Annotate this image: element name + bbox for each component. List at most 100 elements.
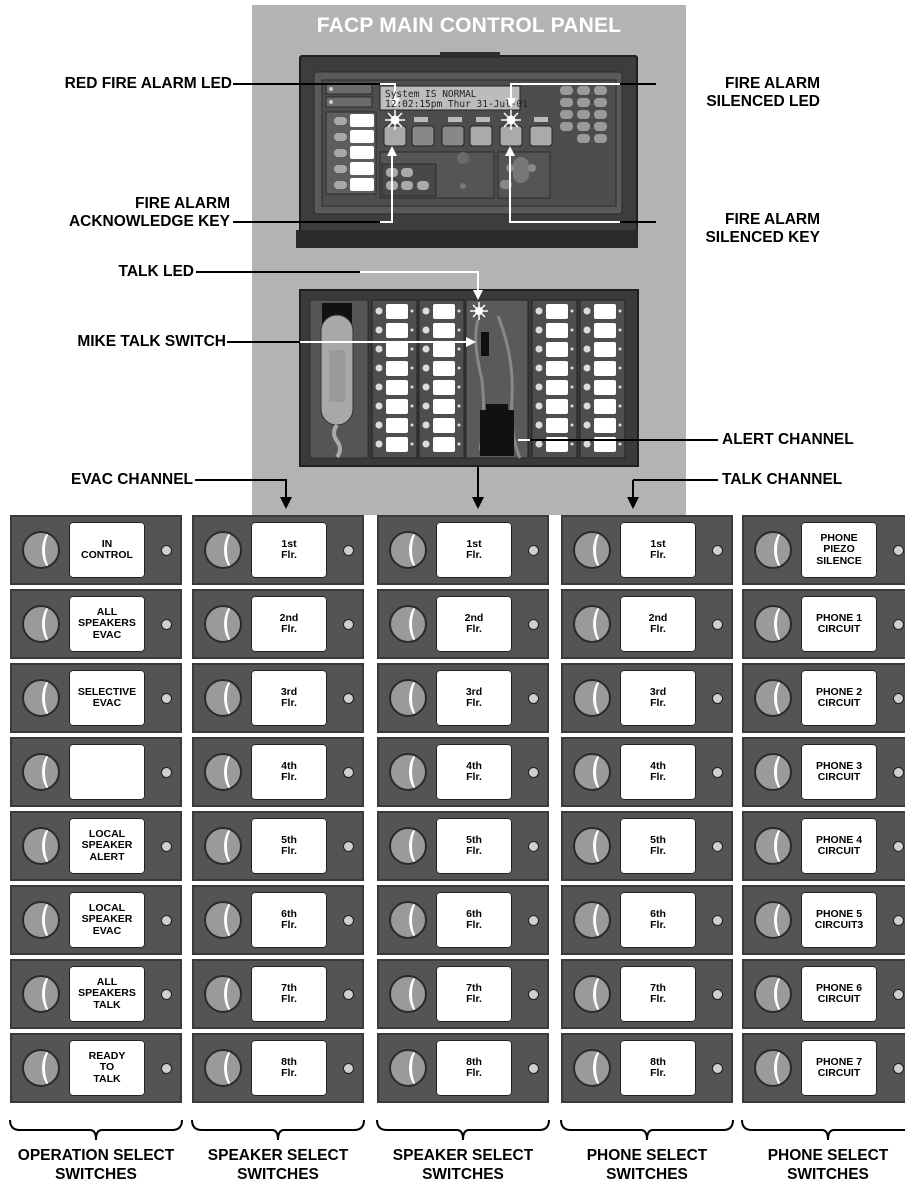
callout-lines-white [300,83,620,441]
push-button[interactable] [389,975,427,1013]
push-button[interactable] [204,753,242,791]
push-button[interactable] [389,901,427,939]
switch-row[interactable]: 6th Flr. [561,885,733,955]
switch-row[interactable]: PHONE 2 CIRCUIT [742,663,905,733]
status-led [161,841,172,852]
switch-row[interactable]: READY TO TALK [10,1033,182,1103]
switch-row[interactable]: 3rd Flr. [192,663,364,733]
push-button[interactable] [204,827,242,865]
push-button[interactable] [389,531,427,569]
switch-row[interactable]: SELECTIVE EVAC [10,663,182,733]
switch-row[interactable]: PHONE 3 CIRCUIT [742,737,905,807]
push-button[interactable] [204,531,242,569]
status-led [893,915,904,926]
lcd-line-2: 12:02:15pm Thur 31-Jul-01 [385,99,528,110]
switch-row[interactable]: 2nd Flr. [561,589,733,659]
push-button[interactable] [573,679,611,717]
push-button[interactable] [573,901,611,939]
switch-row[interactable]: 7th Flr. [192,959,364,1029]
push-button[interactable] [573,531,611,569]
audio-switch [546,418,568,433]
push-button[interactable] [22,679,60,717]
push-button[interactable] [204,1049,242,1087]
switch-row[interactable]: 2nd Flr. [377,589,549,659]
audio-switch [594,342,616,357]
audio-switch [546,304,568,319]
switch-row[interactable]: 4th Flr. [377,737,549,807]
switch-row[interactable]: 1st Flr. [192,515,364,585]
audio-dot [618,328,622,332]
push-button[interactable] [754,901,792,939]
push-button[interactable] [573,1049,611,1087]
switch-row[interactable]: 7th Flr. [377,959,549,1029]
switch-row[interactable]: PHONE 6 CIRCUIT [742,959,905,1029]
push-button[interactable] [204,679,242,717]
push-button[interactable] [573,605,611,643]
push-button[interactable] [754,1049,792,1087]
push-button[interactable] [573,753,611,791]
switch-row[interactable]: PHONE PIEZO SILENCE [742,515,905,585]
audio-switch [433,437,455,452]
switch-row[interactable]: 7th Flr. [561,959,733,1029]
switch-row[interactable]: 1st Flr. [377,515,549,585]
switch-row[interactable]: 8th Flr. [377,1033,549,1103]
switch-row[interactable]: PHONE 5 CIRCUIT3 [742,885,905,955]
push-button[interactable] [573,975,611,1013]
push-button[interactable] [22,753,60,791]
push-button[interactable] [22,901,60,939]
push-button[interactable] [22,605,60,643]
switch-row[interactable]: 6th Flr. [192,885,364,955]
audio-switch [433,361,455,376]
switch-label: 7th Flr. [436,966,512,1022]
push-button[interactable] [389,679,427,717]
switch-label: ALL SPEAKERS TALK [69,966,145,1022]
push-button[interactable] [204,975,242,1013]
switch-row[interactable]: 8th Flr. [561,1033,733,1103]
switch-row[interactable]: LOCAL SPEAKER ALERT [10,811,182,881]
switch-row[interactable]: 4th Flr. [192,737,364,807]
push-button[interactable] [754,605,792,643]
push-button[interactable] [389,605,427,643]
switch-row[interactable]: IN CONTROL [10,515,182,585]
switch-row[interactable]: 3rd Flr. [561,663,733,733]
push-button[interactable] [754,531,792,569]
audio-dot [618,423,622,427]
push-button[interactable] [573,827,611,865]
switch-row[interactable]: 3rd Flr. [377,663,549,733]
switch-row[interactable]: 2nd Flr. [192,589,364,659]
switch-row[interactable]: 4th Flr. [561,737,733,807]
switch-row[interactable]: 5th Flr. [192,811,364,881]
switch-row[interactable]: PHONE 1 CIRCUIT [742,589,905,659]
push-button[interactable] [22,1049,60,1087]
switch-row[interactable] [10,737,182,807]
push-button[interactable] [754,975,792,1013]
switch-row[interactable]: PHONE 7 CIRCUIT [742,1033,905,1103]
switch-row[interactable]: LOCAL SPEAKER EVAC [10,885,182,955]
push-button[interactable] [389,753,427,791]
switch-row[interactable]: PHONE 4 CIRCUIT [742,811,905,881]
audio-dot [457,423,461,427]
audio-led [583,440,591,448]
push-button[interactable] [389,1049,427,1087]
push-button[interactable] [754,753,792,791]
callout-fire-alarm-acknowledge-key: FIRE ALARM ACKNOWLEDGE KEY [68,195,230,230]
push-button[interactable] [389,827,427,865]
push-button[interactable] [22,975,60,1013]
push-button[interactable] [22,531,60,569]
switch-row[interactable]: 5th Flr. [561,811,733,881]
switch-row[interactable]: 6th Flr. [377,885,549,955]
switch-row[interactable]: 5th Flr. [377,811,549,881]
switch-row[interactable]: 8th Flr. [192,1033,364,1103]
push-button[interactable] [22,827,60,865]
push-button[interactable] [754,827,792,865]
push-button[interactable] [204,901,242,939]
switch-row[interactable]: 1st Flr. [561,515,733,585]
status-led [893,693,904,704]
switch-row[interactable]: ALL SPEAKERS TALK [10,959,182,1029]
status-led [528,767,539,778]
status-led [893,989,904,1000]
switch-row[interactable]: ALL SPEAKERS EVAC [10,589,182,659]
push-button[interactable] [754,679,792,717]
audio-switch [386,304,408,319]
push-button[interactable] [204,605,242,643]
